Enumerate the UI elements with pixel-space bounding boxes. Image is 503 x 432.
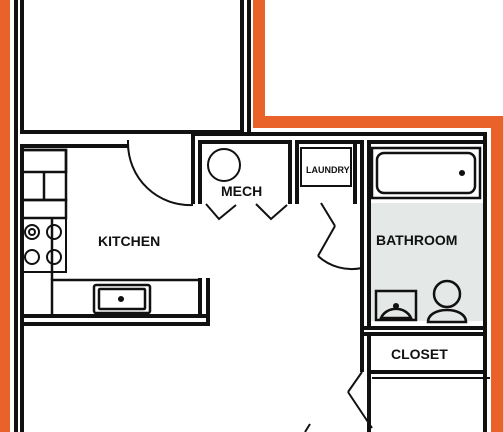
laundry-label: LAUNDRY [306, 165, 350, 175]
kitchen-label: KITCHEN [98, 233, 160, 249]
closet-label: CLOSET [391, 346, 448, 362]
bathtub-icon [370, 146, 482, 200]
kitchen-sink-icon [92, 283, 152, 315]
bathroom-sink-icon [374, 289, 418, 322]
stove-icon [21, 217, 67, 273]
kitchen-door [126, 140, 194, 207]
mech-label: MECH [221, 183, 262, 199]
closet-door [347, 371, 490, 429]
kitchen-counters [20, 148, 202, 318]
water-heater-icon [207, 148, 241, 182]
laundry-door [317, 202, 363, 271]
bathroom-floor [371, 203, 486, 321]
laundry-machine [300, 147, 352, 187]
walls [14, 0, 487, 432]
mech-bifold-doors [205, 203, 288, 221]
bathroom-label: BATHROOM [376, 232, 457, 248]
toilet-icon [426, 279, 468, 324]
bottom-tick [304, 423, 311, 432]
